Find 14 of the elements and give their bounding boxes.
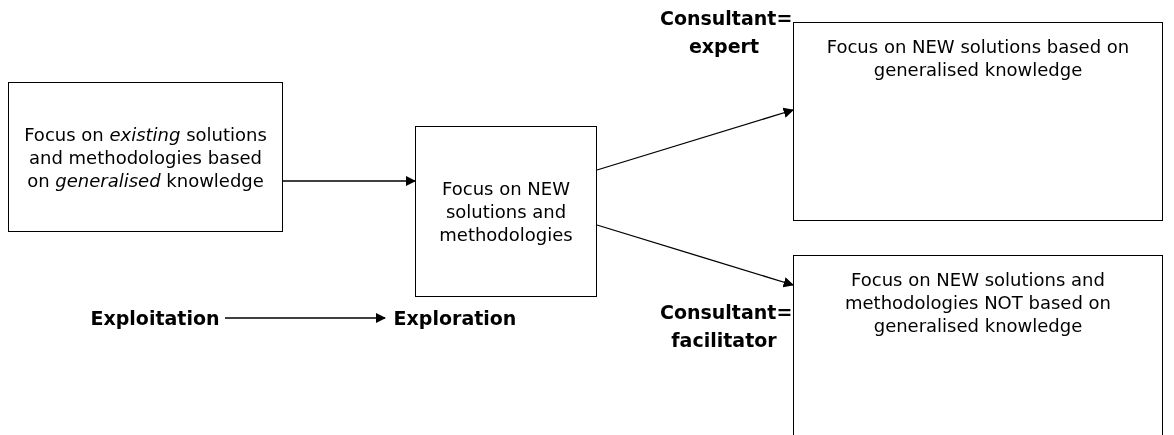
box-text: Focus on NEW solutions and methodologies [438, 177, 574, 246]
arrow [224, 312, 387, 324]
box-text: Focus on existing solutions and methodologies based on generalised knowledge [23, 122, 268, 192]
text-box [8, 82, 283, 232]
box-text: Focus on NEW solutions based on generalised knowledge [825, 35, 1131, 81]
text-box [793, 22, 1163, 221]
arrow [596, 107, 794, 171]
stage-label: Exploration [385, 303, 525, 333]
box-text: Focus on NEW solutions and methodologies NOT based on generalised knowledge [844, 268, 1112, 337]
arrow [596, 224, 794, 288]
text-box [793, 255, 1163, 435]
arrow [282, 175, 417, 187]
text-box [415, 126, 597, 297]
stage-label: Exploitation [60, 303, 250, 333]
